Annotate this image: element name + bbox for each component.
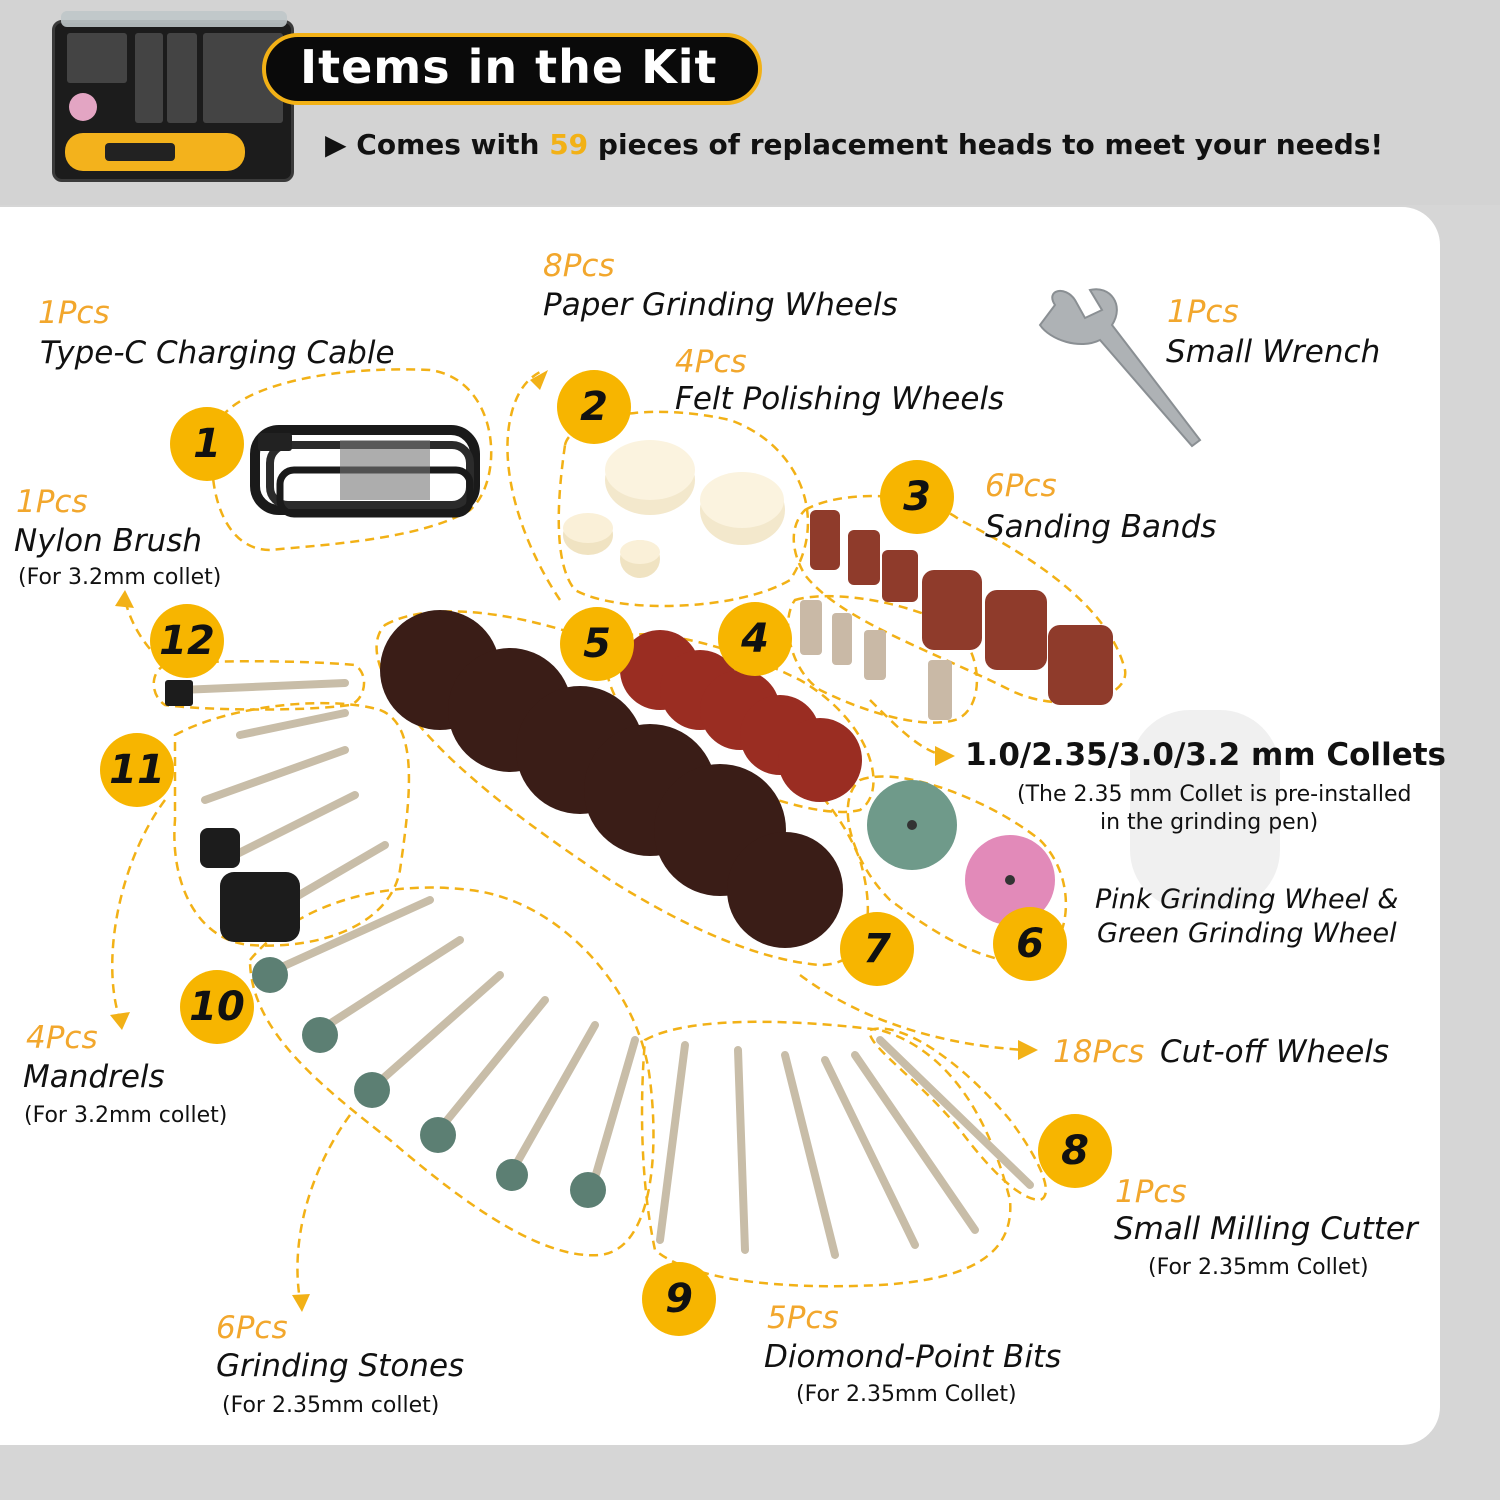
wrench-name: Small Wrench bbox=[1166, 334, 1381, 370]
mandrels-note: (For 3.2mm collet) bbox=[24, 1103, 228, 1128]
sanding-qty: 6Pcs bbox=[985, 468, 1057, 504]
badge-7: 7 bbox=[840, 912, 914, 986]
page-title: Items in the Kit bbox=[300, 40, 718, 94]
cable-qty: 1Pcs bbox=[38, 295, 110, 331]
mandrels-qty: 4Pcs bbox=[26, 1020, 98, 1056]
nylon-note: (For 3.2mm collet) bbox=[18, 565, 222, 590]
badge-5: 5 bbox=[560, 607, 634, 681]
wrench-qty: 1Pcs bbox=[1167, 294, 1239, 330]
piece-count: 59 bbox=[549, 128, 589, 161]
nylon-name: Nylon Brush bbox=[14, 523, 203, 559]
badge-9: 9 bbox=[642, 1262, 716, 1336]
badge-4: 4 bbox=[718, 602, 792, 676]
kit-case-image bbox=[52, 11, 294, 182]
badge-11: 11 bbox=[100, 733, 174, 807]
mandrels-name: Mandrels bbox=[23, 1059, 165, 1095]
diamond-qty: 5Pcs bbox=[767, 1300, 839, 1336]
paper-qty: 8Pcs bbox=[543, 248, 615, 284]
sanding-name: Sanding Bands bbox=[985, 509, 1217, 545]
badge-12: 12 bbox=[150, 604, 224, 678]
diamond-name: Diomond-Point Bits bbox=[764, 1339, 1062, 1375]
cutoff-qty: 18Pcs bbox=[1053, 1034, 1145, 1070]
badge-1: 1 bbox=[170, 407, 244, 481]
nylon-qty: 1Pcs bbox=[16, 484, 88, 520]
milling-note: (For 2.35mm Collet) bbox=[1148, 1255, 1369, 1280]
grinding-name-2: Green Grinding Wheel bbox=[1097, 918, 1397, 949]
stones-qty: 6Pcs bbox=[216, 1310, 288, 1346]
badge-8: 8 bbox=[1038, 1114, 1112, 1188]
cutoff-name: Cut-off Wheels bbox=[1160, 1034, 1390, 1070]
play-icon: ▶ bbox=[325, 128, 347, 161]
collets-note-2: in the grinding pen) bbox=[1100, 810, 1319, 835]
felt-qty: 4Pcs bbox=[675, 344, 747, 380]
badge-2: 2 bbox=[557, 370, 631, 444]
felt-name: Felt Polishing Wheels bbox=[675, 381, 1005, 417]
cable-name: Type-C Charging Cable bbox=[40, 335, 395, 371]
badge-6: 6 bbox=[993, 907, 1067, 981]
title-pill bbox=[262, 33, 762, 105]
milling-qty: 1Pcs bbox=[1115, 1174, 1187, 1210]
diamond-note: (For 2.35mm Collet) bbox=[796, 1382, 1017, 1407]
badge-10: 10 bbox=[180, 970, 254, 1044]
grinding-name-1: Pink Grinding Wheel & bbox=[1095, 884, 1399, 915]
milling-name: Small Milling Cutter bbox=[1114, 1211, 1418, 1247]
badge-3: 3 bbox=[880, 460, 954, 534]
stones-note: (For 2.35mm collet) bbox=[222, 1393, 440, 1418]
subtitle: ▶ Comes with 59 pieces of replacement he… bbox=[325, 128, 1384, 161]
stones-name: Grinding Stones bbox=[216, 1348, 465, 1384]
collets-name: 1.0/2.35/3.0/3.2 mm Collets bbox=[965, 737, 1446, 773]
paper-name: Paper Grinding Wheels bbox=[543, 287, 898, 323]
collets-note-1: (The 2.35 mm Collet is pre-installed bbox=[1017, 782, 1412, 807]
